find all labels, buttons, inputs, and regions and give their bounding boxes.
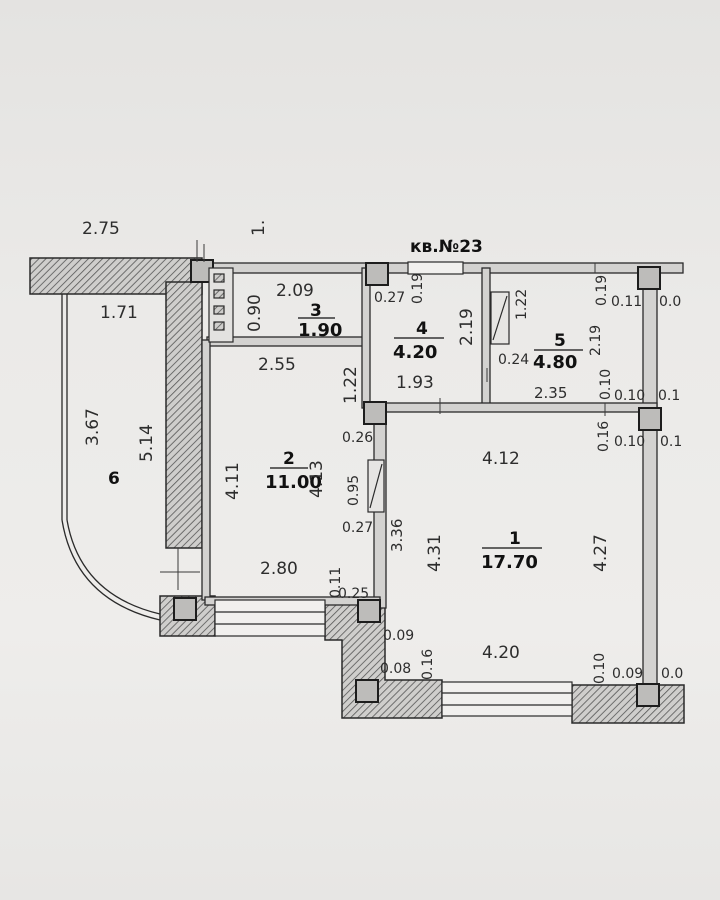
dim: 0.95 — [346, 475, 362, 506]
dim: 2.19 — [588, 325, 604, 356]
dim: 1.22 — [341, 366, 361, 404]
room-number: 5 — [554, 331, 566, 351]
room-area: 4.20 — [393, 342, 437, 363]
column — [365, 262, 389, 286]
dimension-labels: 1.71 2.09 2.55 2.80 0.27 1.93 0.24 2.35 … — [100, 281, 683, 682]
dim: 1.22 — [514, 289, 530, 320]
window-top — [407, 261, 464, 275]
room-3-label: 3 1.90 — [298, 301, 342, 341]
dim: 0.10 — [614, 434, 645, 450]
dim: 0.26 — [342, 430, 373, 446]
dim: 4.31 — [425, 534, 445, 572]
wall-r2-left — [201, 339, 211, 601]
dim: 0.16 — [420, 649, 436, 680]
dim: 0.09 — [383, 628, 414, 644]
dim: 0.0 — [661, 666, 683, 682]
dim: 0.90 — [245, 294, 265, 332]
column — [355, 679, 379, 703]
room-area: 1.90 — [298, 320, 342, 341]
dim: 4.13 — [307, 460, 327, 498]
dim: 3.36 — [388, 519, 406, 552]
dimension-lines — [160, 240, 606, 590]
dim: 0.27 — [342, 520, 373, 536]
dim: 0.1 — [658, 388, 680, 404]
wall-r4r5-bottom — [364, 402, 658, 413]
wall-right — [642, 267, 658, 689]
room-number: 3 — [310, 301, 322, 321]
wall-balcony-column — [165, 281, 203, 549]
dim: 0.11 — [328, 567, 344, 598]
top-fragment-left: 2.75 — [82, 219, 120, 239]
dim: 2.09 — [276, 281, 314, 301]
dim: 3.67 — [83, 408, 103, 446]
dim: 4.20 — [482, 643, 520, 663]
room-4-label: 4 4.20 — [393, 319, 444, 363]
dim: 4.11 — [223, 462, 243, 500]
column — [363, 401, 387, 425]
wall-bottom-right — [571, 684, 685, 724]
dim: 1.93 — [396, 373, 434, 393]
room-area: 17.70 — [481, 552, 538, 573]
room-area: 4.80 — [533, 352, 577, 373]
dim: 0.0 — [659, 294, 681, 310]
top-fragment-right: 1. — [249, 220, 269, 236]
dim: 0.27 — [374, 290, 405, 306]
windows — [214, 261, 573, 717]
dim: 0.08 — [380, 661, 411, 677]
dim: 4.27 — [591, 534, 611, 572]
ventilation-shaft — [208, 267, 234, 343]
room-number: 2 — [283, 449, 295, 469]
dim: 0.24 — [498, 352, 529, 368]
dim: 0.1 — [660, 434, 682, 450]
dim: 0.10 — [614, 388, 645, 404]
dim: 0.09 — [612, 666, 643, 682]
columns — [173, 259, 662, 707]
apartment-title: кв.№23 — [410, 237, 483, 257]
dim: 2.35 — [534, 384, 567, 402]
column — [636, 683, 660, 707]
doors — [367, 291, 510, 513]
column — [638, 407, 662, 431]
dim: 0.19 — [410, 273, 426, 304]
dim: 2.19 — [457, 308, 477, 346]
dim: 0.19 — [594, 275, 610, 306]
dim: 0.16 — [596, 421, 612, 452]
room-6-label: 6 — [108, 469, 120, 489]
room-2-label: 2 11.00 — [265, 449, 322, 493]
dim: 0.10 — [592, 653, 608, 684]
dim: 0.11 — [611, 294, 642, 310]
room-1-label: 1 17.70 — [481, 529, 542, 573]
wall-r4-r5 — [481, 267, 491, 409]
wall-r3-r4 — [361, 267, 371, 409]
dim: 1.71 — [100, 303, 138, 323]
window-r1 — [441, 681, 573, 717]
dim: 5.14 — [137, 424, 157, 462]
balcony-outline — [61, 294, 161, 621]
wall-bottom-pier — [324, 599, 443, 719]
room-number: 4 — [416, 319, 428, 339]
dimension-labels-vertical: 3.67 5.14 0.90 4.11 4.13 0.19 2.19 1.22 … — [83, 273, 614, 684]
dim: 2.80 — [260, 559, 298, 579]
room-5-label: 5 4.80 — [533, 331, 583, 373]
room-number: 1 — [509, 529, 521, 549]
dim: 4.12 — [482, 449, 520, 469]
dim: 0.25 — [338, 586, 369, 602]
column — [173, 597, 197, 621]
room-area: 11.00 — [265, 472, 322, 493]
dim: 2.55 — [258, 355, 296, 375]
window-r2 — [214, 599, 326, 637]
column — [357, 599, 381, 623]
dim: 0.10 — [598, 369, 614, 400]
column — [637, 266, 661, 290]
